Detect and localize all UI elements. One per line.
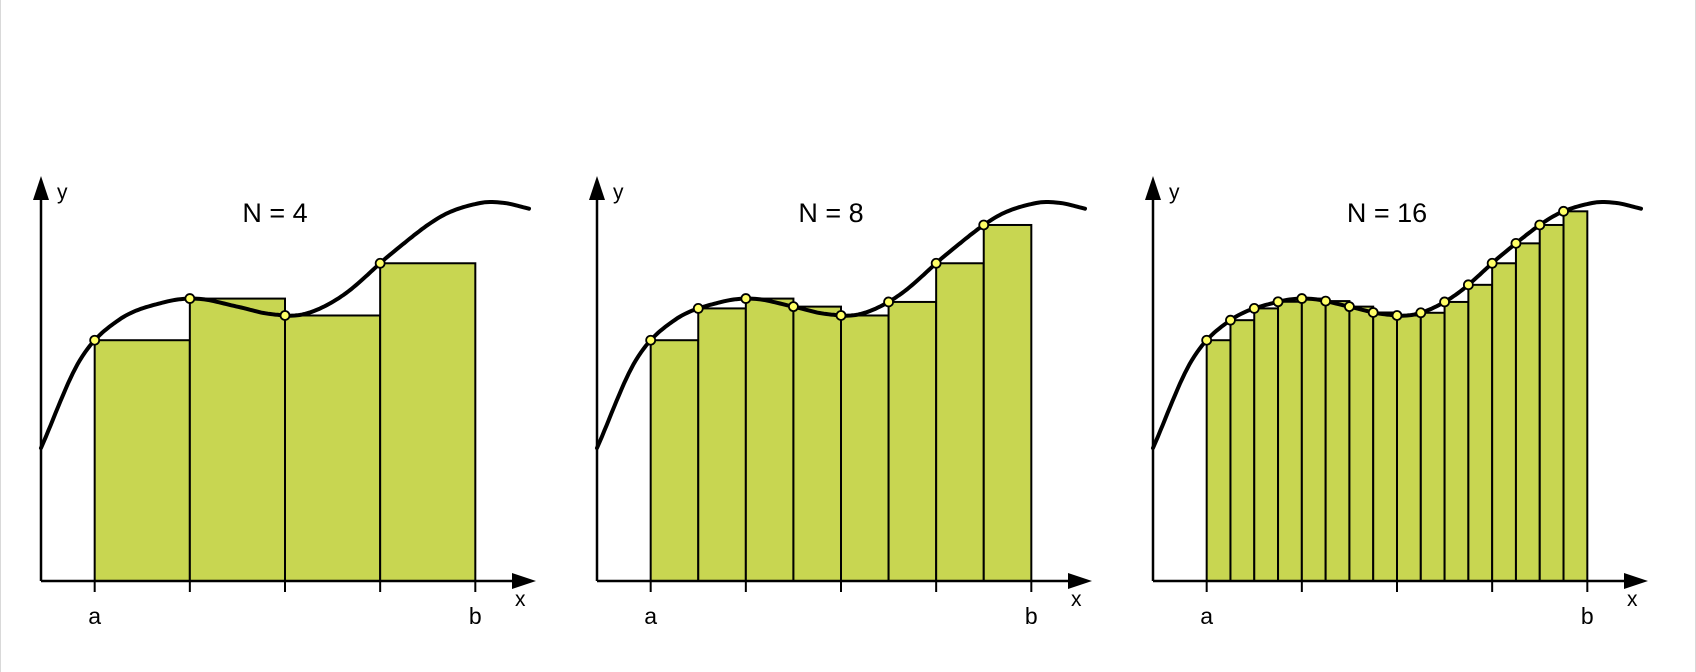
sample-point [1486,257,1498,269]
y-axis-label: y [613,181,624,204]
y-axis-arrow-icon [1145,176,1161,200]
y-axis-arrow-icon [589,176,605,200]
sample-point [740,293,752,304]
sample-point [835,310,847,321]
sample-point [89,334,101,346]
sample-point [692,303,704,314]
riemann-bar [1205,339,1232,582]
sample-point [645,334,657,346]
x-axis-label: x [1071,588,1082,611]
panel-title: N = 4 [242,198,307,228]
sample-point [1201,334,1213,346]
sample-point [883,296,894,308]
y-axis-label: y [57,181,68,204]
riemann-bar [379,262,477,582]
riemann-bar [188,297,286,582]
a-label: a [88,603,101,629]
riemann-bar [982,223,1033,582]
riemann-bar [1419,311,1446,582]
sample-point [1225,314,1236,326]
riemann-bar [1253,307,1280,582]
riemann-bar [1514,242,1541,582]
riemann-bar [697,307,747,582]
sample-point [1296,293,1308,304]
riemann-bar [1491,262,1517,582]
sample-point [1462,279,1474,291]
x-axis-label: x [515,588,526,611]
riemann-bar [1538,223,1565,582]
sample-point [978,219,990,231]
riemann-bar [649,339,700,582]
y-axis-label: y [1169,181,1180,204]
b-label: b [1025,603,1038,629]
sample-point [279,310,291,321]
riemann-bar [1443,300,1470,582]
riemann-bar [840,314,890,582]
riemann-bar [1562,210,1589,583]
riemann-bar [1348,305,1375,582]
sample-point [1415,307,1427,319]
sample-point [788,301,799,313]
sample-point [1391,310,1403,321]
panel-4: N = 4 y x a b [33,176,536,629]
riemann-bar [1396,314,1422,582]
sample-point [1248,303,1260,314]
sample-point [1320,295,1332,307]
riemann-bar [1467,283,1494,582]
sample-point [1510,237,1522,249]
x-axis-arrow-icon [1068,573,1092,589]
panel-8: N = 8 y x a b [589,176,1092,629]
riemann-bar [1229,319,1256,582]
b-label: b [1581,603,1594,629]
riemann-bar [1372,311,1398,582]
sample-point [1534,219,1546,231]
riemann-bar [1300,297,1327,582]
a-label: a [1200,603,1213,629]
x-axis-arrow-icon [512,573,536,589]
panel-title: N = 16 [1347,198,1427,228]
sample-point [1367,307,1379,318]
sample-point [374,257,386,269]
riemann-bar [792,305,842,582]
riemann-bar [887,300,938,582]
sample-point [1439,296,1450,308]
riemann-bar [744,297,795,582]
sample-point [1558,205,1569,217]
riemann-bar [935,262,985,582]
x-axis-arrow-icon [1624,573,1648,589]
riemann-bar [93,339,191,582]
x-axis-label: x [1627,588,1638,611]
sample-point [184,293,196,304]
y-axis-arrow-icon [33,176,49,200]
sample-point [1272,296,1284,308]
riemann-bar [1324,300,1351,582]
riemann-bar [284,314,382,582]
b-label: b [469,603,482,629]
sample-point [930,257,942,269]
panel-title: N = 8 [798,198,863,228]
sample-point [1344,301,1355,313]
panel-16: N = 16 y x a b [1145,176,1648,629]
a-label: a [644,603,657,629]
riemann-bar [1277,300,1303,582]
